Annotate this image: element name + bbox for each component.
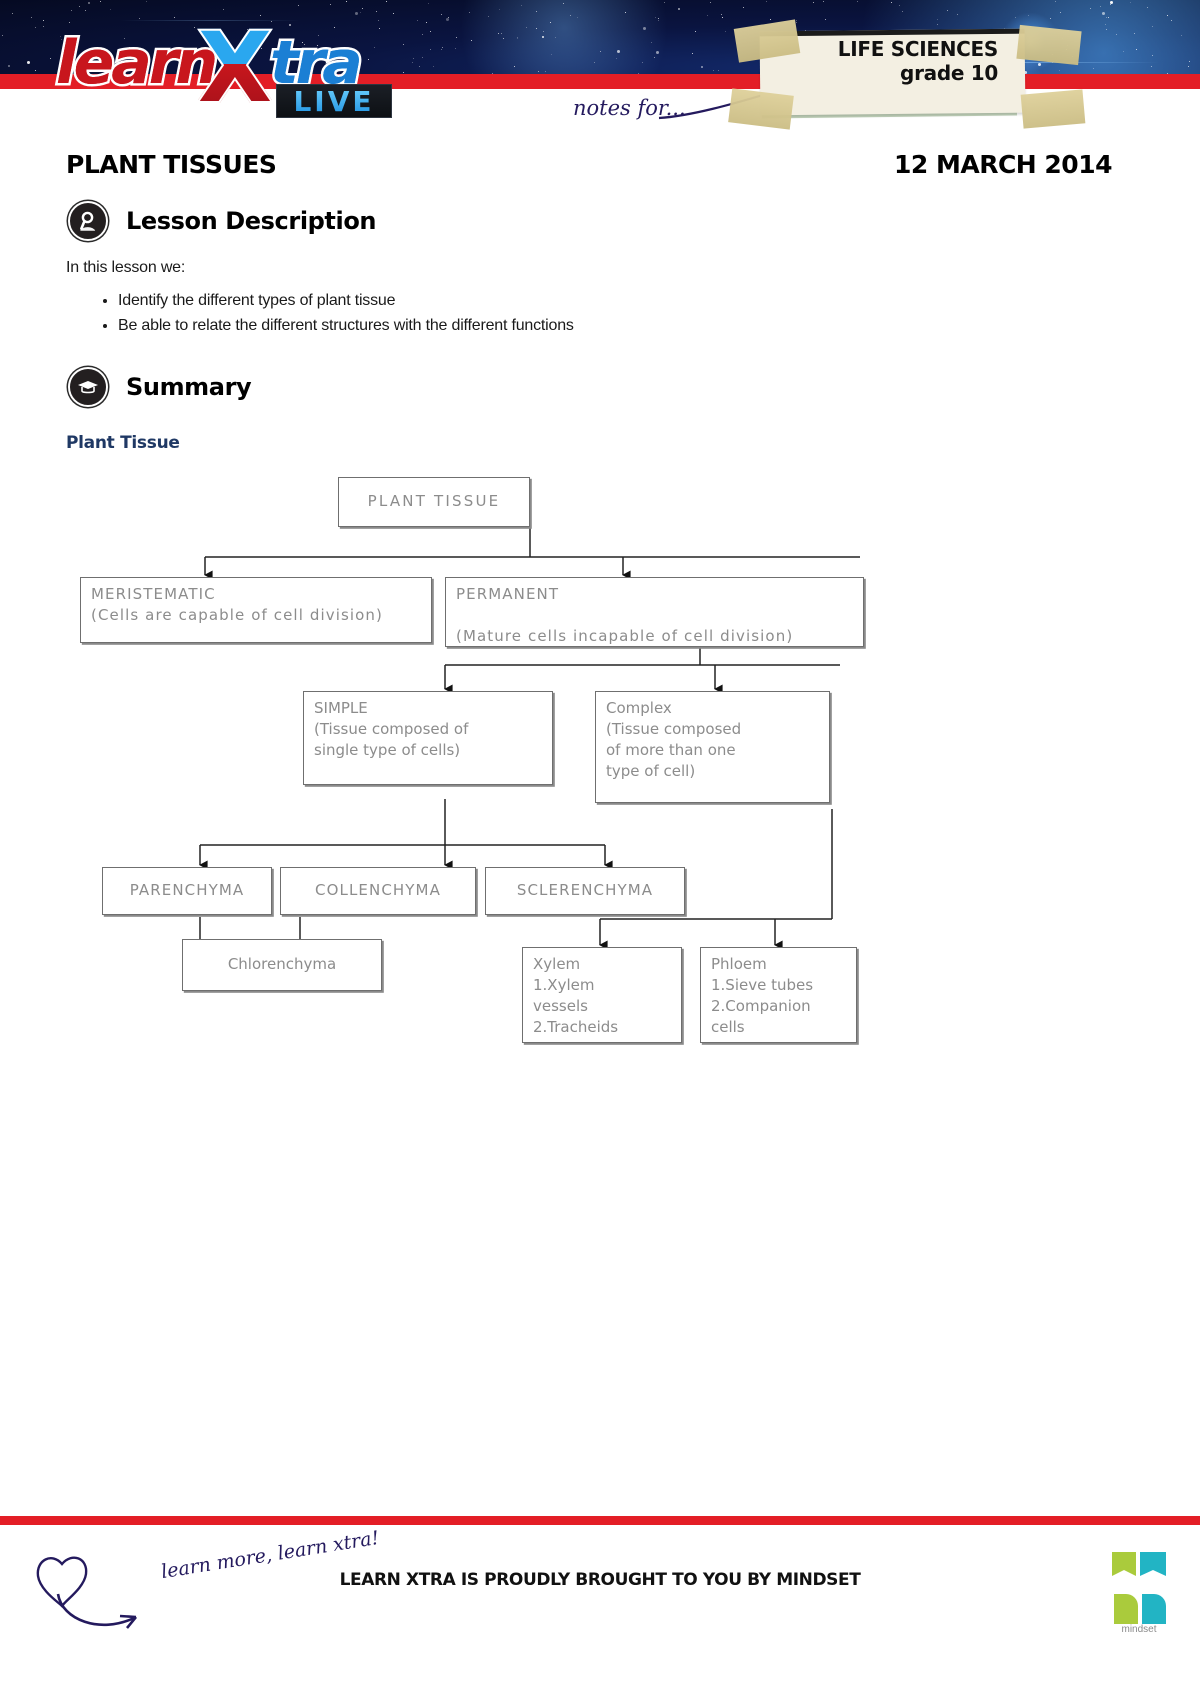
node-collenchyma: COLLENCHYMA <box>280 866 476 915</box>
document-title-row: PLANT TISSUES 12 MARCH 2014 <box>60 150 1140 179</box>
node-parenchyma: PARENCHYMA <box>102 866 272 915</box>
node-chlorenchyma: Chlorenchyma <box>182 938 382 991</box>
mindset-wordmark: mindset <box>1121 1624 1157 1635</box>
logo-x-outline: X <box>196 18 274 118</box>
sign-subject: LIFE SCIENCES <box>837 37 999 61</box>
plant-tissue-subheading: Plant Tissue <box>66 432 180 453</box>
node-sclerenchyma: SCLERENCHYMA <box>485 866 685 915</box>
node-permanent: PERMANENT (Mature cells incapable of cel… <box>445 576 864 647</box>
flowchart-connectors <box>199 526 860 950</box>
page-header: learn learn tra tra X X LIVE notes for..… <box>0 0 1200 138</box>
notes-for-handwriting: notes for... <box>573 96 686 120</box>
node-xylem: Xylem 1.Xylem vessels 2.Tracheids <box>522 946 682 1043</box>
node-simple: SIMPLE (Tissue composed of single type o… <box>303 690 553 785</box>
lesson-objectives-list: Identify the different types of plant ti… <box>60 289 1140 339</box>
node-meristematic: MERISTEMATIC (Cells are capable of cell … <box>80 576 432 643</box>
page-body: PLANT TISSUES 12 MARCH 2014 Lesson Descr… <box>0 138 1200 1047</box>
taped-sign: LIFE SCIENCES grade 10 <box>728 14 1086 130</box>
page-title: PLANT TISSUES <box>66 150 277 179</box>
lesson-description-title: Lesson Description <box>126 207 377 235</box>
lesson-description-heading: Lesson Description <box>68 201 1140 241</box>
page-footer: learn more, learn xtra! LEARN XTRA IS PR… <box>0 1516 1200 1696</box>
light-ray <box>120 20 300 21</box>
footer-credit-text: LEARN XTRA IS PROUDLY BROUGHT TO YOU BY … <box>339 1570 861 1590</box>
list-item: Be able to relate the different structur… <box>118 314 1140 339</box>
logo-learn-text: learn <box>56 28 218 98</box>
tape-top-right <box>1016 24 1082 66</box>
lesson-date: 12 MARCH 2014 <box>893 150 1113 179</box>
light-ray <box>900 62 1160 63</box>
sign-text: LIFE SCIENCES grade 10 <box>770 37 1020 85</box>
sign-grade: grade 10 <box>900 60 998 85</box>
node-plant-tissue: PLANT TISSUE <box>338 476 530 527</box>
graduation-cap-icon <box>68 366 108 407</box>
logo-live-text: LIVE <box>293 84 375 118</box>
footer-red-bar <box>0 1516 1200 1525</box>
tape-bottom-left <box>728 88 794 130</box>
mindset-logo-icon <box>1112 1552 1166 1624</box>
list-item: Identify the different types of plant ti… <box>118 289 1140 314</box>
logo-live-badge: LIVE <box>276 84 392 118</box>
plant-tissue-flowchart: PLANT TISSUE MERISTEMATIC (Cells are cap… <box>60 467 1140 1047</box>
logo-x-mark: X <box>198 12 273 124</box>
tape-bottom-right <box>1020 89 1086 129</box>
magnifier-icon <box>68 201 108 241</box>
summary-heading: Summary <box>68 366 1140 407</box>
logo-learn-outline: learn <box>53 26 220 101</box>
lesson-lead-text: In this lesson we: <box>66 259 186 276</box>
node-complex: Complex (Tissue composed of more than on… <box>595 690 830 803</box>
heart-arrow-icon <box>36 1556 138 1629</box>
summary-title: Summary <box>126 372 252 401</box>
node-phloem: Phloem 1.Sieve tubes 2.Companion cells <box>700 946 857 1043</box>
learn-xtra-live-logo: learn learn tra tra X X LIVE <box>48 12 398 124</box>
